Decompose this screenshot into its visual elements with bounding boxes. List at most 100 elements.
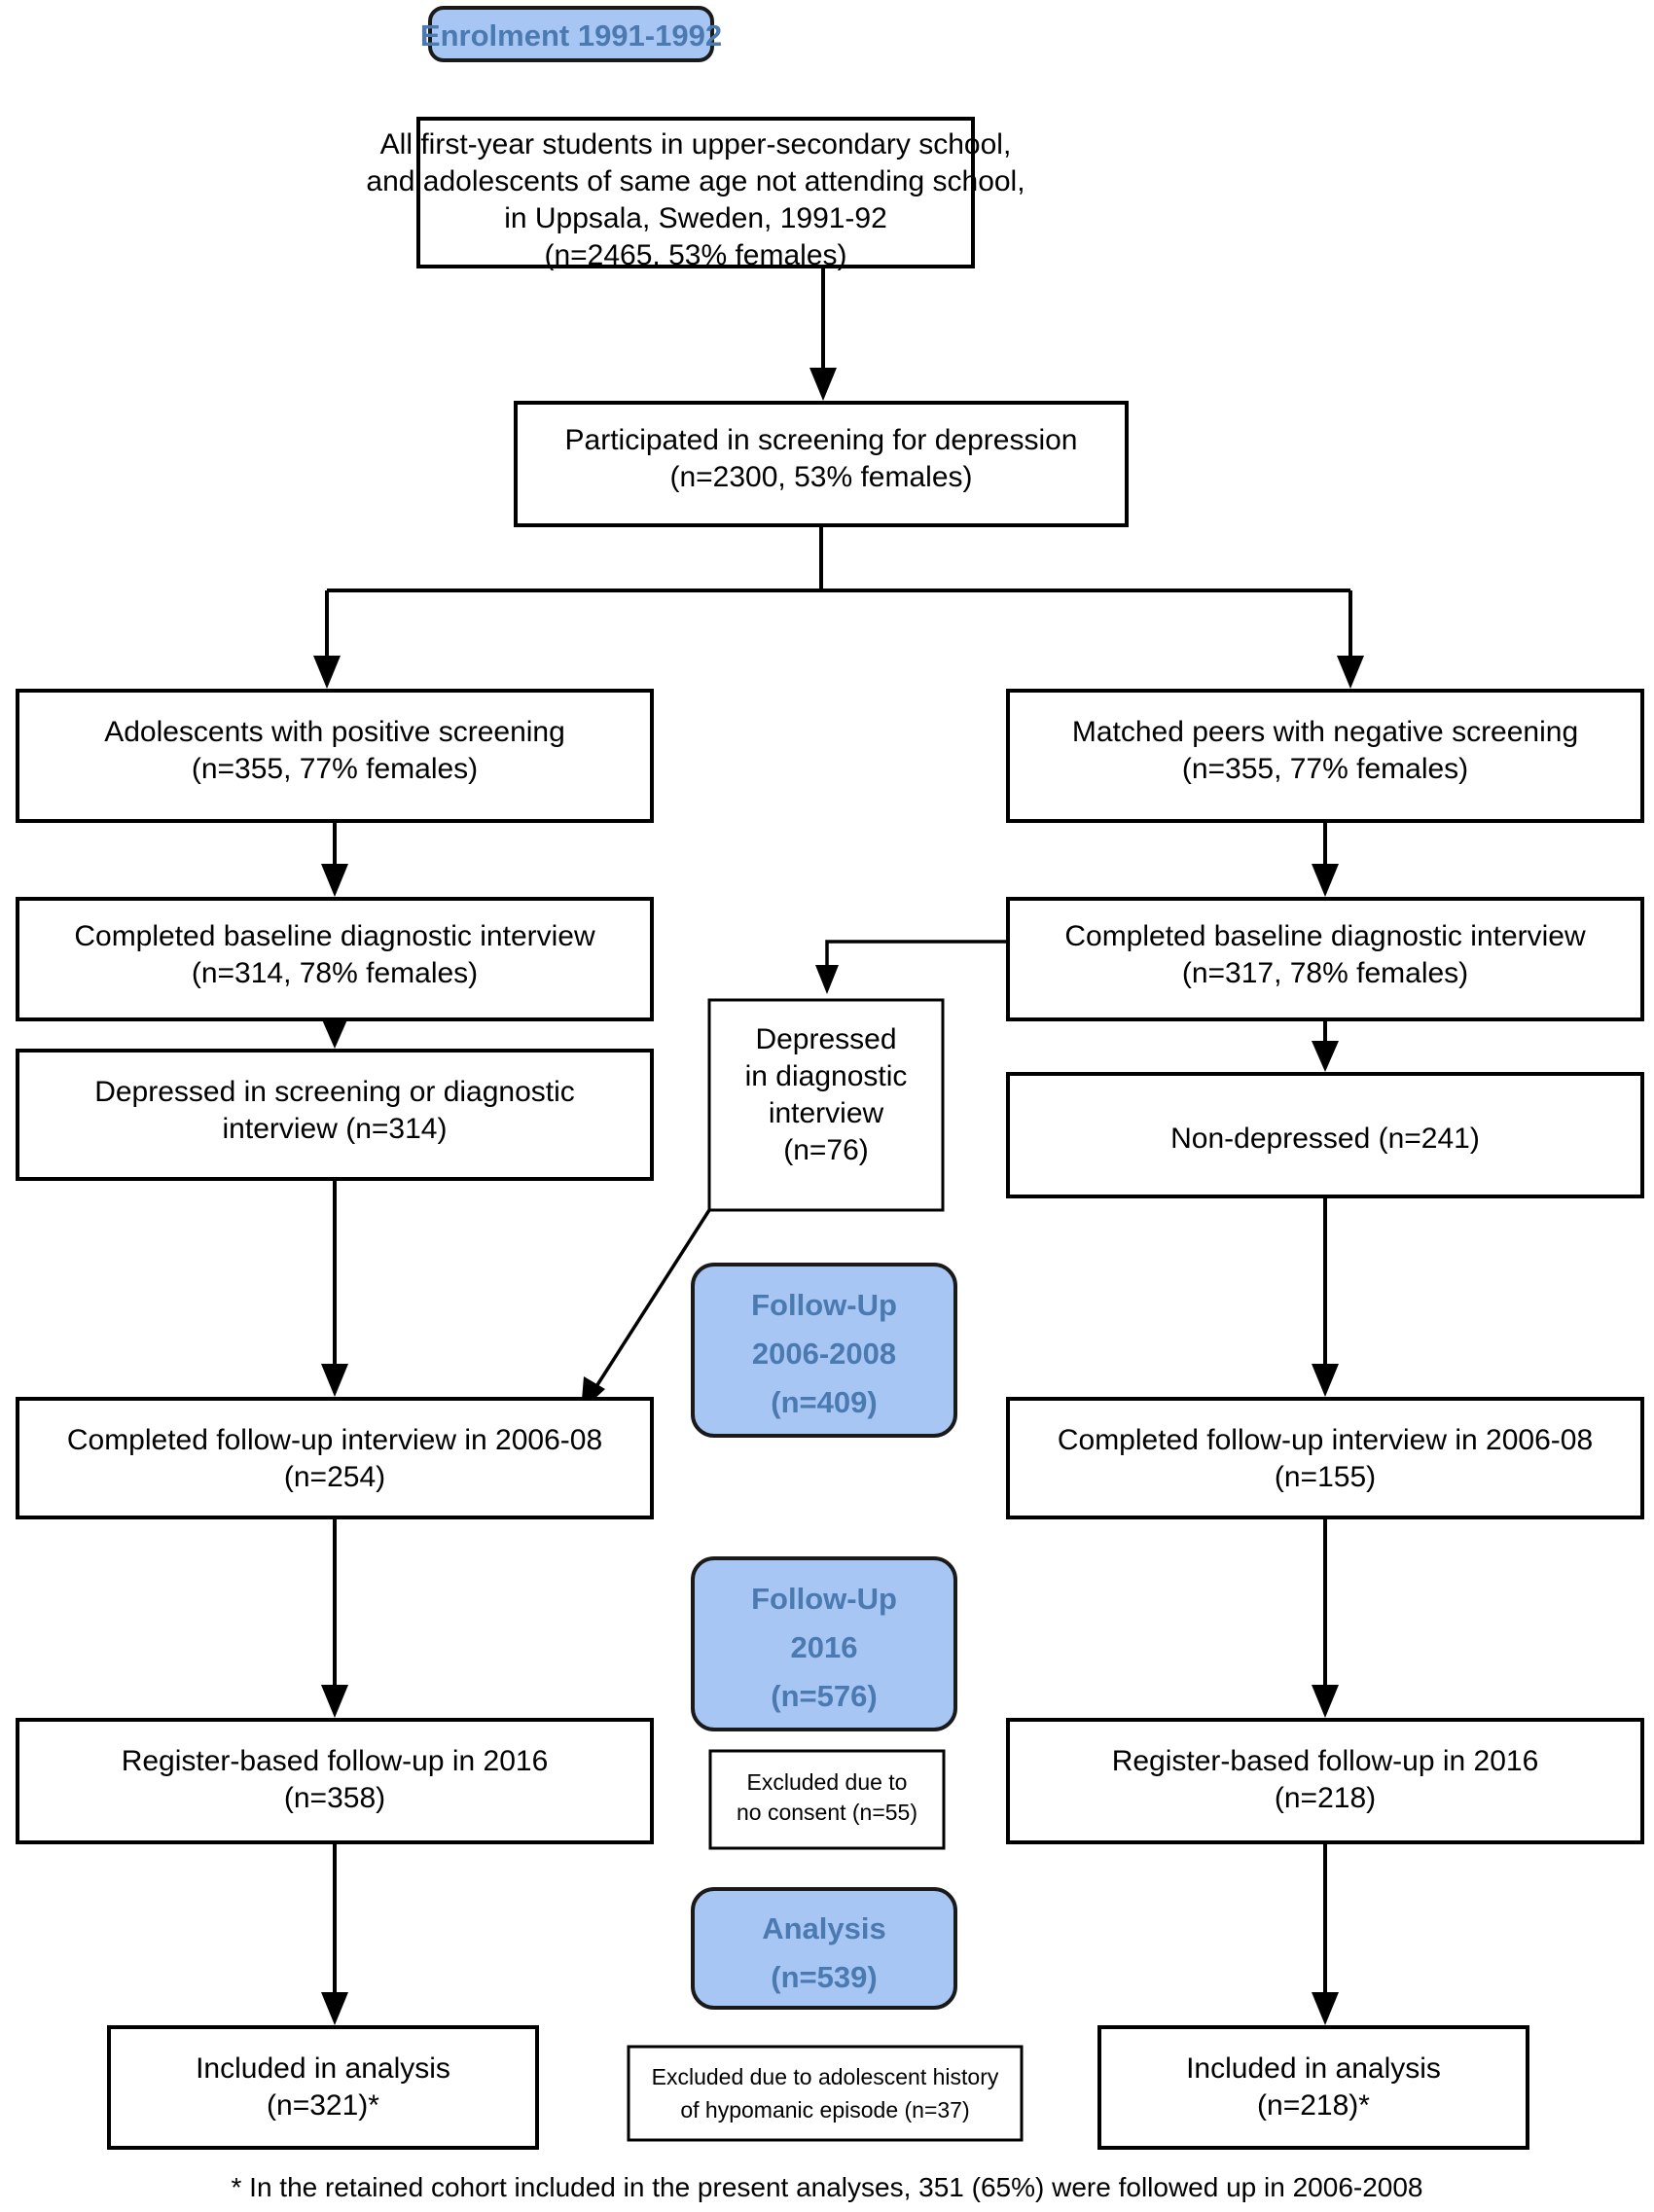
box-source-population-line3: in Uppsala, Sweden, 1991-92 — [504, 202, 887, 234]
box-excluded-hypomanic-rect — [627, 2045, 1024, 2142]
box-screening-line2: (n=2300, 53% females) — [669, 461, 972, 493]
box-depressed-diagnostic-line4: (n=76) — [783, 1134, 869, 1166]
box-baseline-interview-left-rect — [16, 897, 654, 1021]
arrowhead-icon — [815, 965, 839, 994]
arrowhead-icon — [321, 1017, 348, 1049]
stage-enrolment: Enrolment 1991-1992 — [420, 6, 722, 62]
arrowhead-icon — [1312, 864, 1339, 897]
stage-followup-2016-line2: 2016 — [791, 1630, 858, 1664]
box-depressed-diagnostic-interview-rect — [707, 998, 945, 1212]
box-screening-line1: Participated in screening for depression — [565, 424, 1078, 456]
arrowhead-icon — [1337, 656, 1364, 689]
box-depressed-diagnostic-line1: Depressed — [755, 1023, 896, 1055]
arrowhead-icon — [1312, 1992, 1339, 2025]
stage-analysis-line1: Analysis — [762, 1911, 886, 1945]
arrowhead-icon — [321, 1992, 348, 2025]
box-non-depressed-line1: Non-depressed (n=241) — [1170, 1123, 1480, 1155]
box-depressed-diagnostic-line2: in diagnostic — [745, 1060, 908, 1092]
connector-baseline-right-to-non-depressed — [1312, 1019, 1339, 1072]
box-source-population-line2: and adolescents of same age not attendin… — [366, 165, 1025, 197]
box-included-right-line2: (n=218)* — [1257, 2089, 1370, 2122]
box-included-left-rect — [107, 2025, 539, 2150]
box-baseline-interview-right-rect — [1006, 897, 1644, 1021]
box-excluded-no-consent-line2: no consent (n=55) — [737, 1800, 917, 1825]
box-register-followup-left: Register-based follow-up in 2016 (n=358) — [16, 1718, 654, 1844]
box-excluded-hypomanic: Excluded due to adolescent history of hy… — [627, 2045, 1024, 2142]
box-register-followup-right: Register-based follow-up in 2016 (n=218) — [1006, 1718, 1644, 1844]
box-negative-screening-line2: (n=355, 77% females) — [1182, 753, 1468, 785]
stage-followup-2006-rect — [691, 1263, 957, 1438]
box-followup-left-line2: (n=254) — [284, 1461, 385, 1493]
box-baseline-left-line1: Completed baseline diagnostic interview — [74, 920, 595, 952]
box-screening: Participated in screening for depression… — [514, 401, 1129, 527]
stage-followup-2016-line1: Follow-Up — [751, 1582, 897, 1616]
arrowhead-icon — [809, 368, 837, 401]
stage-followup-2016: Follow-Up 2016 (n=576) — [691, 1556, 957, 1731]
box-followup-interview-right-rect — [1006, 1397, 1644, 1519]
box-followup-interview-left-rect — [16, 1397, 654, 1519]
connector-followup-right-to-register-right — [1312, 1517, 1339, 1718]
box-source-population: All first-year students in upper-seconda… — [366, 117, 1025, 271]
stage-followup-2006-line1: Follow-Up — [751, 1288, 897, 1322]
box-non-depressed-rect — [1006, 1072, 1644, 1198]
box-included-right-line1: Included in analysis — [1186, 2052, 1441, 2085]
arrowhead-icon — [321, 1685, 348, 1718]
connector-depressed-to-followup-left — [321, 1179, 348, 1397]
connector-source-to-screening — [809, 267, 837, 401]
box-register-left-line1: Register-based follow-up in 2016 — [122, 1745, 549, 1777]
box-register-right-line2: (n=218) — [1275, 1782, 1376, 1814]
connector-followup-left-to-register-left — [321, 1517, 348, 1718]
box-positive-screening-rect — [16, 689, 654, 823]
stage-followup-2006-line2: 2006-2008 — [752, 1337, 896, 1371]
box-baseline-right-line2: (n=317, 78% females) — [1182, 957, 1468, 989]
arrowhead-icon — [321, 1364, 348, 1397]
arrowhead-icon — [321, 864, 348, 897]
box-positive-screening-line2: (n=355, 77% females) — [192, 753, 478, 785]
stage-analysis-rect — [691, 1887, 957, 2010]
box-register-left-line2: (n=358) — [284, 1782, 385, 1814]
box-negative-screening: Matched peers with negative screening (n… — [1006, 689, 1644, 823]
connector-screening-branch — [313, 525, 1364, 689]
box-excluded-no-consent-line1: Excluded due to — [747, 1769, 908, 1795]
box-depressed-screening-or-interview: Depressed in screening or diagnostic int… — [16, 1049, 654, 1181]
box-included-left: Included in analysis (n=321)* — [107, 2025, 539, 2150]
stage-analysis: Analysis (n=539) — [691, 1887, 957, 2010]
box-excluded-no-consent-rect — [708, 1749, 946, 1850]
box-followup-interview-right: Completed follow-up interview in 2006-08… — [1006, 1397, 1644, 1519]
box-baseline-interview-right: Completed baseline diagnostic interview … — [1006, 897, 1644, 1021]
connector-baseline-right-to-depressed-diagnostic — [815, 940, 1008, 994]
box-excluded-hypomanic-line1: Excluded due to adolescent history — [652, 2064, 999, 2089]
connector-register-right-to-included-right — [1312, 1842, 1339, 2025]
box-included-right-rect — [1097, 2025, 1529, 2150]
stage-enrolment-label: Enrolment 1991-1992 — [420, 18, 722, 53]
box-excluded-hypomanic-line2: of hypomanic episode (n=37) — [680, 2097, 969, 2123]
arrowhead-icon — [1312, 1685, 1339, 1718]
connector-non-depressed-to-followup-right — [1312, 1196, 1339, 1397]
box-depressed-screening-line1: Depressed in screening or diagnostic — [94, 1076, 575, 1108]
box-depressed-screening-or-interview-rect — [16, 1049, 654, 1181]
arrowhead-icon — [1312, 1041, 1339, 1072]
stage-followup-2006-line3: (n=409) — [771, 1385, 877, 1419]
box-followup-right-line2: (n=155) — [1275, 1461, 1376, 1493]
box-baseline-left-line2: (n=314, 78% females) — [192, 957, 478, 989]
box-excluded-no-consent: Excluded due to no consent (n=55) — [708, 1749, 946, 1850]
box-included-left-line1: Included in analysis — [196, 2052, 450, 2085]
box-depressed-screening-line2: interview (n=314) — [223, 1113, 448, 1145]
connector-register-left-to-included-left — [321, 1842, 348, 2025]
box-followup-left-line1: Completed follow-up interview in 2006-08 — [67, 1424, 602, 1456]
footnote-text: * In the retained cohort included in the… — [231, 2172, 1422, 2202]
box-negative-screening-line1: Matched peers with negative screening — [1072, 716, 1578, 748]
box-register-followup-right-rect — [1006, 1718, 1644, 1844]
box-baseline-interview-left: Completed baseline diagnostic interview … — [16, 897, 654, 1021]
box-followup-right-line1: Completed follow-up interview in 2006-08 — [1058, 1424, 1593, 1456]
stage-analysis-line2: (n=539) — [771, 1960, 877, 1994]
box-included-left-line2: (n=321)* — [267, 2089, 379, 2122]
box-source-population-rect — [416, 117, 975, 268]
arrowhead-icon — [1312, 1364, 1339, 1397]
box-negative-screening-rect — [1006, 689, 1644, 823]
connector-baseline-left-to-depressed — [321, 1017, 348, 1049]
box-source-population-line1: All first-year students in upper-seconda… — [380, 128, 1012, 161]
stage-enrolment-rect — [428, 6, 714, 62]
